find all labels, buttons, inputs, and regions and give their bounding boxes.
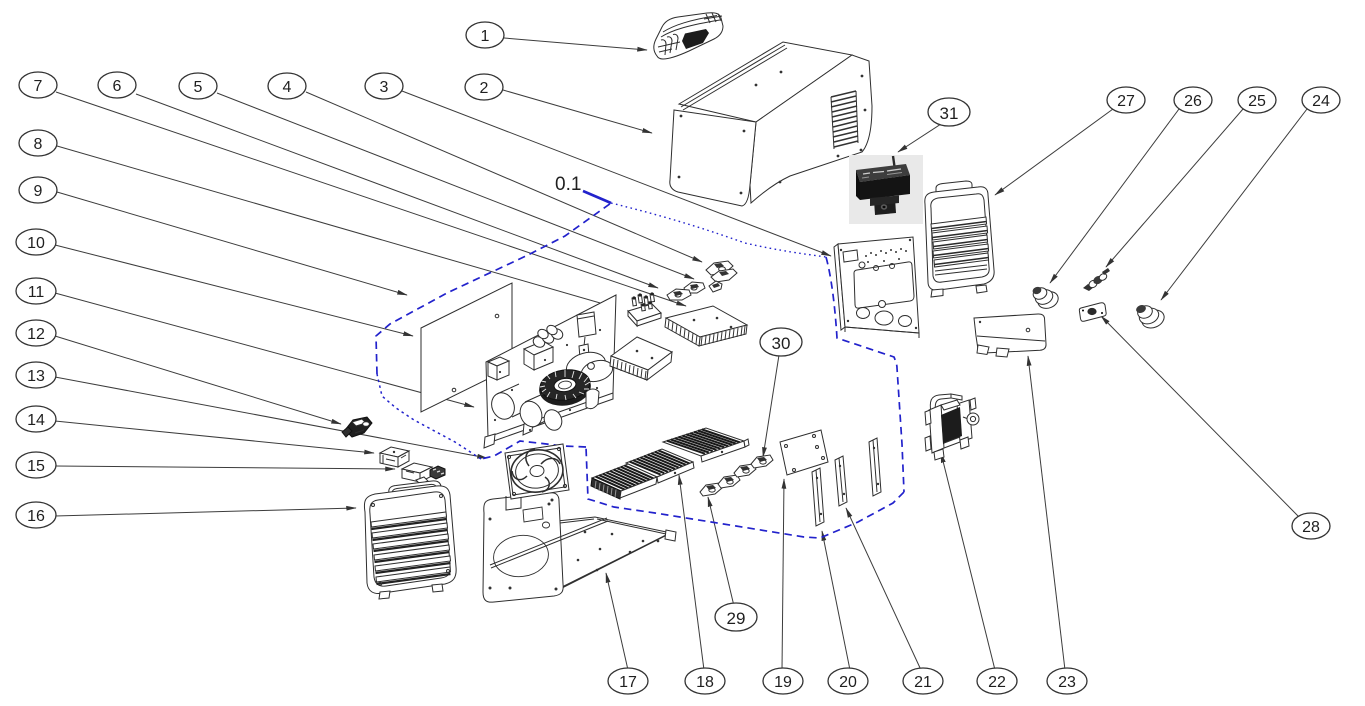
svg-text:22: 22 [988, 674, 1006, 691]
svg-text:6: 6 [113, 78, 122, 95]
svg-text:17: 17 [619, 674, 637, 691]
svg-text:9: 9 [34, 183, 43, 200]
svg-text:25: 25 [1248, 93, 1266, 110]
svg-text:21: 21 [914, 674, 932, 691]
svg-text:1: 1 [481, 28, 490, 45]
svg-text:12: 12 [27, 326, 45, 343]
svg-text:3: 3 [380, 79, 389, 96]
svg-text:16: 16 [27, 508, 45, 525]
svg-text:7: 7 [34, 78, 43, 95]
svg-text:29: 29 [727, 609, 746, 628]
svg-text:20: 20 [839, 674, 857, 691]
svg-text:11: 11 [28, 284, 45, 301]
svg-text:5: 5 [194, 79, 203, 96]
svg-text:0.1: 0.1 [555, 174, 581, 195]
svg-text:15: 15 [27, 458, 45, 475]
svg-text:13: 13 [27, 368, 45, 385]
svg-text:24: 24 [1312, 93, 1330, 110]
svg-text:18: 18 [696, 674, 714, 691]
svg-text:4: 4 [283, 79, 292, 96]
svg-text:31: 31 [940, 104, 959, 123]
svg-text:27: 27 [1117, 93, 1135, 110]
svg-text:10: 10 [27, 235, 45, 252]
svg-text:28: 28 [1302, 519, 1320, 536]
svg-text:14: 14 [27, 412, 45, 429]
svg-text:8: 8 [34, 136, 43, 153]
svg-text:19: 19 [774, 674, 792, 691]
svg-text:2: 2 [480, 80, 489, 97]
svg-text:26: 26 [1184, 93, 1202, 110]
svg-text:30: 30 [772, 334, 791, 353]
svg-text:23: 23 [1058, 674, 1076, 691]
